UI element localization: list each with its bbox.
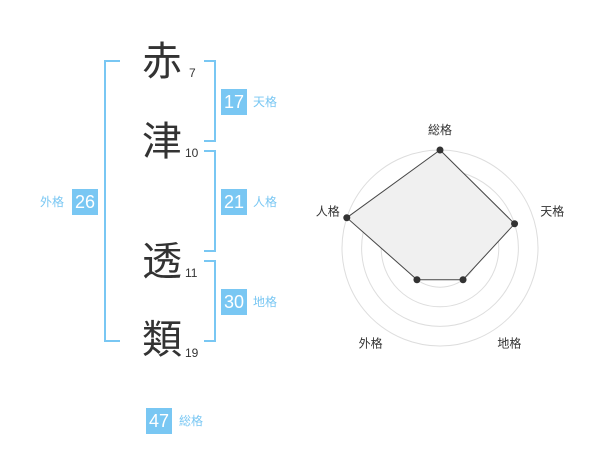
radar-point-1 [436, 146, 444, 154]
jinkaku-bracket [204, 150, 216, 252]
radar-point-2 [511, 220, 519, 228]
radar-point-3 [459, 276, 467, 284]
gaikaku-label: 外格 [40, 195, 65, 209]
radar-axis-label-1: 総格 [428, 122, 452, 137]
tenkaku-value: 17 [221, 89, 247, 115]
soukaku-value: 47 [146, 408, 172, 434]
radar-point-5 [343, 214, 351, 222]
radar-axis-label-2: 天格 [540, 204, 564, 219]
chikaku-bracket [204, 260, 216, 342]
jinkaku-label: 人格 [253, 195, 278, 209]
tenkaku-bracket [204, 60, 216, 142]
jinkaku-value: 21 [221, 189, 247, 215]
gaikaku-bracket [104, 60, 120, 342]
stroke-count-4: 19 [185, 346, 199, 360]
radar-polygon [346, 149, 516, 281]
name-char-4: 類 [142, 317, 182, 363]
tenkaku-label: 天格 [253, 95, 278, 109]
name-char-2: 津 [142, 119, 182, 165]
name-char-3: 透 [142, 239, 182, 285]
soukaku-label: 総格 [179, 414, 204, 428]
radar-point-4 [413, 276, 421, 284]
stroke-count-2: 10 [185, 146, 199, 160]
radar-axis-label-4: 外格 [359, 335, 383, 350]
radar-axis-label-5: 人格 [316, 204, 340, 219]
gaikaku-value: 26 [72, 189, 98, 215]
chikaku-value: 30 [221, 289, 247, 315]
stroke-count-1: 7 [189, 66, 196, 80]
chikaku-label: 地格 [253, 295, 278, 309]
radar-axis-label-3: 地格 [497, 335, 521, 350]
name-char-1: 赤 [142, 39, 182, 85]
stroke-count-3: 11 [185, 266, 198, 280]
